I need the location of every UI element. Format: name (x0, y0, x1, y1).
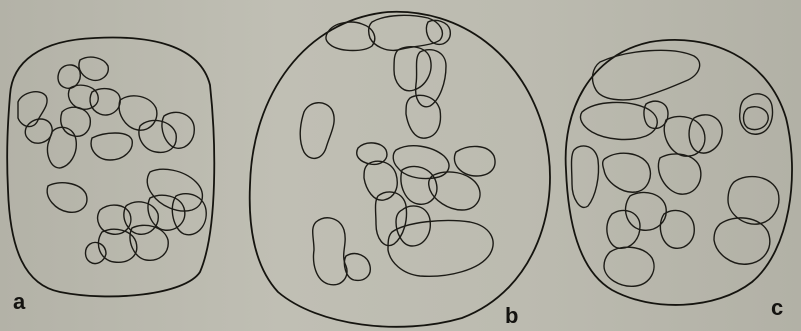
panel-a-cluster-11 (139, 120, 176, 152)
panel-b-cluster-15 (396, 206, 430, 246)
panel-c-cluster-4 (664, 116, 705, 156)
panel-b-cluster-17 (313, 218, 347, 285)
panel-c-cluster-7 (744, 107, 769, 130)
panel-c-cluster-15 (714, 218, 770, 264)
panel-c-cluster-10 (658, 154, 700, 194)
panel-b-cluster-6 (406, 95, 440, 138)
panel-a-cluster-4 (79, 57, 108, 80)
panel-c-cluster-14 (728, 177, 779, 225)
panel-b-cluster-12 (401, 166, 437, 204)
panel-c-cluster-8 (572, 146, 599, 208)
panel-a-drawing (7, 38, 214, 297)
panel-c-cluster-16 (604, 247, 654, 286)
panel-a-cluster-7 (61, 107, 91, 136)
panel-a-cluster-5 (68, 85, 98, 109)
panel-a-cluster-2 (25, 119, 52, 143)
panel-a-cluster-10 (119, 96, 157, 130)
panel-c-cell-outline (566, 40, 792, 305)
panel-b-cluster-7 (300, 103, 334, 159)
panel-b-cluster-4 (394, 47, 431, 91)
panel-b-drawing (250, 12, 550, 327)
panel-a-cluster-16 (124, 202, 158, 234)
panel-a-cluster-9 (91, 133, 132, 160)
panel-c-cluster-1 (593, 50, 700, 100)
panel-b-cluster-10 (454, 146, 495, 176)
panel-c-drawing (566, 40, 792, 305)
panel-a-cluster-12 (162, 112, 194, 148)
panel-a-cluster-17 (148, 195, 185, 230)
panel-a-cluster-6 (90, 89, 120, 115)
panel-a-cluster-14 (147, 169, 202, 211)
panel-a-cluster-21 (86, 242, 107, 263)
panel-label-a: a (13, 291, 25, 313)
panel-a-cluster-15 (98, 205, 131, 234)
panel-label-b: b (505, 305, 518, 327)
panel-c-cluster-12 (607, 210, 640, 248)
panel-a-cluster-13 (47, 183, 87, 213)
panel-a-cell-outline (7, 38, 214, 297)
panel-a-cluster-8 (48, 127, 77, 168)
panel-b-cluster-1 (326, 22, 375, 50)
panel-c-cluster-9 (603, 153, 651, 192)
panel-label-c: c (771, 297, 783, 319)
panel-b-cluster-18 (344, 254, 370, 281)
